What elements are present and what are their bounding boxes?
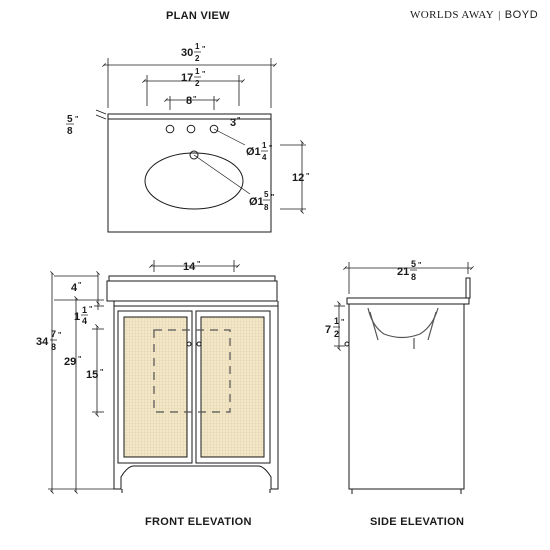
front-overall-height-num: 7 xyxy=(51,329,56,339)
plan-faucet-hole-left xyxy=(165,124,175,134)
plan-faucet-offset-unit: " xyxy=(237,117,240,124)
brand-separator: | xyxy=(498,9,501,21)
brand-name: WORLDS AWAY xyxy=(410,9,495,21)
front-labels: 14 " 4 " 1 1 4 " 34 7 8 " 29 " 15 " xyxy=(36,261,200,381)
side-basin-depth-num: 1 xyxy=(334,316,339,326)
dim-side-depth xyxy=(343,262,474,294)
plan-basin-depth-unit: " xyxy=(306,173,309,180)
plan-overall-width-unit: " xyxy=(202,46,205,53)
plan-labels: 30 1 2 " 17 1 2 " 8 " 5 8 " 3 " Ø1 1 4 "… xyxy=(66,42,309,212)
side-elevation-title: SIDE ELEVATION xyxy=(370,516,465,528)
front-15-whole: 15 xyxy=(86,369,98,381)
front-overall-height-whole: 34 xyxy=(36,336,49,348)
front-29-whole: 29 xyxy=(64,356,76,368)
front-overall-height-unit: " xyxy=(58,332,61,339)
plan-drain xyxy=(189,150,199,160)
front-4-unit: " xyxy=(78,282,81,289)
front-29-unit: " xyxy=(78,356,81,363)
front-14-unit: " xyxy=(197,261,200,268)
plan-drain-num: 5 xyxy=(264,190,269,199)
side-basin-depth-whole: 7 xyxy=(325,324,331,336)
dim-plan-backsplash xyxy=(95,109,107,120)
dim-front-overall-height xyxy=(48,271,118,494)
front-cabinet-body xyxy=(113,301,279,490)
front-elevation-title: FRONT ELEVATION xyxy=(145,516,252,528)
plan-faucet-spread-num: 1 xyxy=(195,67,200,76)
side-labels: 21 5 8 " 7 1 2 " xyxy=(325,259,421,339)
dim-side-basin-depth xyxy=(334,301,345,351)
plan-faucet-spread-den: 2 xyxy=(195,79,200,88)
brand-product: BOYD xyxy=(504,9,539,21)
plan-backsplash-den: 8 xyxy=(67,126,73,137)
front-15-unit: " xyxy=(100,369,103,376)
front-door-left-cane xyxy=(123,316,188,458)
plan-faucet-spread-unit: " xyxy=(202,71,205,78)
front-knob-right xyxy=(196,341,202,347)
side-depth-den: 8 xyxy=(411,272,416,282)
front-knob-left xyxy=(186,341,192,347)
side-basin-depth-unit: " xyxy=(341,319,344,326)
plan-drain-unit: " xyxy=(271,194,274,201)
side-countertop xyxy=(346,297,470,305)
front-elevation xyxy=(48,260,279,494)
dim-plan-overall-width xyxy=(102,58,277,108)
plan-countertop-outline xyxy=(107,113,272,233)
plan-faucet-hole-num: 1 xyxy=(262,141,267,150)
dim-front-14 xyxy=(149,260,240,272)
front-hidden-basin xyxy=(153,329,231,413)
dim-plan-center-spread xyxy=(164,96,220,110)
plan-drain-prefix: Ø1 xyxy=(249,196,264,208)
dim-front-15 xyxy=(92,324,104,417)
plan-backsplash-num: 5 xyxy=(67,114,73,125)
front-top-thickness-unit: " xyxy=(89,306,92,313)
side-depth-unit: " xyxy=(418,262,421,269)
plan-center-spread-unit: " xyxy=(193,96,196,103)
dim-plan-faucet-spread xyxy=(142,75,245,106)
plan-faucet-hole-den: 4 xyxy=(262,153,267,162)
front-top-thickness-den: 4 xyxy=(82,316,87,326)
plan-faucet-offset-whole: 3 xyxy=(230,117,236,129)
dim-front-top-thickness xyxy=(94,302,104,310)
side-knob xyxy=(344,341,350,347)
dim-plan-basin-depth xyxy=(280,140,306,214)
plan-overall-width-den: 2 xyxy=(195,54,200,63)
plan-basin xyxy=(144,152,244,210)
plan-view xyxy=(95,58,306,233)
front-countertop xyxy=(106,280,278,302)
side-hidden-basin xyxy=(367,307,439,339)
plan-center-spread-whole: 8 xyxy=(186,95,192,107)
front-backsplash xyxy=(108,275,276,282)
plan-drain-den: 8 xyxy=(264,203,269,212)
plan-view-title: PLAN VIEW xyxy=(166,10,230,22)
front-door-right xyxy=(195,310,271,464)
side-depth-num: 5 xyxy=(411,259,416,269)
front-4-whole: 4 xyxy=(71,282,78,294)
front-overall-height-den: 8 xyxy=(51,342,56,352)
side-elevation xyxy=(334,262,474,494)
side-depth-whole: 21 xyxy=(397,266,409,278)
side-basin-depth-den: 2 xyxy=(334,329,339,339)
front-door-right-cane xyxy=(200,316,265,458)
plan-faucet-spread-whole: 17 xyxy=(181,72,193,84)
plan-basin-depth-whole: 12 xyxy=(292,172,304,184)
plan-backsplash-unit: " xyxy=(75,116,78,123)
side-cabinet-body xyxy=(348,303,465,490)
front-top-thickness-whole: 1 xyxy=(74,311,80,323)
brand-logo: WORLDS AWAY|BOYD xyxy=(410,9,538,21)
plan-faucet-hole-prefix: Ø1 xyxy=(246,146,261,158)
plan-faucet-hole-center xyxy=(186,124,196,134)
plan-overall-width-num: 1 xyxy=(195,42,200,51)
side-backsplash xyxy=(465,277,471,299)
plan-overall-width-whole: 30 xyxy=(181,47,193,59)
plan-faucet-hole-right xyxy=(209,124,219,134)
plan-faucet-hole-unit: " xyxy=(269,145,272,152)
dim-front-4 xyxy=(54,271,104,305)
front-top-thickness-num: 1 xyxy=(82,305,87,315)
front-14-whole: 14 xyxy=(183,261,196,273)
front-door-left xyxy=(117,310,193,464)
